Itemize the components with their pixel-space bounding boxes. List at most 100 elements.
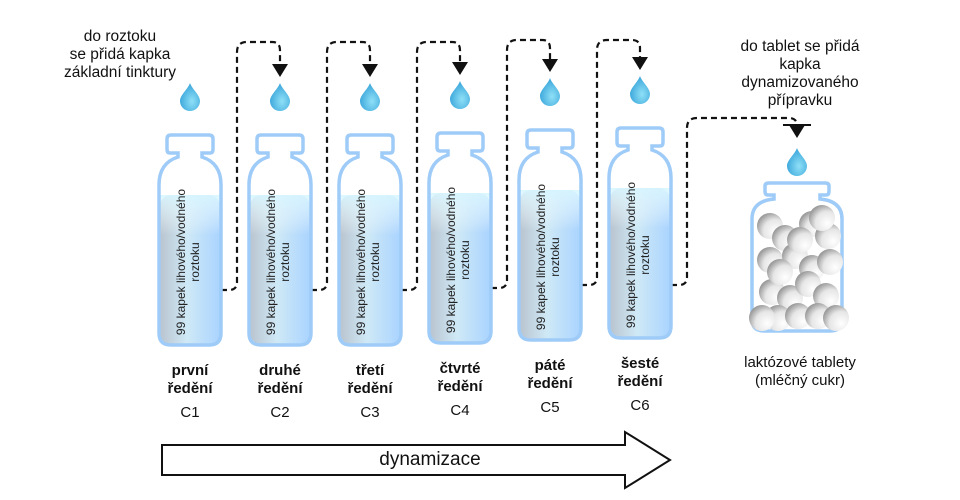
- caption-line: laktózové tablety: [744, 354, 856, 371]
- caption-line: kapka: [779, 56, 821, 73]
- water-drop-icon: [630, 76, 650, 104]
- bottle-outline: [427, 131, 493, 345]
- bottle-c5: [517, 128, 583, 342]
- liquid-surface: [610, 188, 670, 228]
- water-drop-icon: [450, 81, 470, 109]
- tablet-sphere-icon: [823, 305, 849, 331]
- bottle-outline: [607, 126, 673, 340]
- bottle-text-line: 99 kapek lihového/vodného: [264, 188, 278, 336]
- dilution-name-line: první: [171, 362, 209, 379]
- dilution-name-line: čtvrté: [439, 360, 481, 377]
- arrow-down-icon: [452, 62, 468, 75]
- dynamizace-arrow: [161, 430, 672, 490]
- bottle-c3: [337, 133, 403, 347]
- water-drop-icon: [270, 83, 290, 111]
- arrow-down-icon: [789, 125, 805, 138]
- caption-line: přípravku: [767, 92, 833, 109]
- arrow-down-icon: [362, 64, 378, 77]
- water-drop-icon: [360, 83, 380, 111]
- liquid-surface: [340, 195, 400, 235]
- bottle-text-line: 99 kapek lihového/vodného: [624, 181, 638, 329]
- bottle-outline: [337, 133, 403, 347]
- caption-line: se přidá kapka: [69, 46, 171, 63]
- dynamizace-label: dynamizace: [379, 449, 481, 470]
- dilution-name-line: ředění: [437, 378, 483, 395]
- tablet-sphere-icon: [749, 305, 775, 331]
- water-drop-icon: [540, 78, 560, 106]
- bottle-c1: [157, 133, 223, 347]
- bottles-layer: [157, 126, 673, 347]
- dilution-name-line: třetí: [355, 362, 385, 379]
- connector-dashed: [491, 38, 552, 290]
- bottle-outline: [247, 133, 313, 347]
- bottle-text-line: roztoku: [638, 235, 652, 275]
- dilution-code: C4: [450, 402, 470, 419]
- dilution-code: C2: [270, 404, 290, 421]
- bottle-text-line: roztoku: [458, 240, 472, 280]
- bottle-outline: [157, 133, 223, 347]
- dilution-name-line: ředění: [257, 380, 303, 397]
- dilution-code: C1: [180, 404, 200, 421]
- connector-dashed: [581, 38, 642, 287]
- connector-layer: [221, 38, 811, 292]
- drops-layer: [180, 76, 807, 176]
- caption-line: do tablet se přidá: [740, 38, 860, 55]
- bottle-c2: [247, 133, 313, 347]
- caption-line: základní tinktury: [64, 64, 176, 81]
- bottle-text-line: 99 kapek lihového/vodného: [534, 183, 548, 331]
- dilution-name-line: ředění: [167, 380, 213, 397]
- bottle-text-line: 99 kapek lihového/vodného: [354, 188, 368, 336]
- water-drop-icon: [180, 83, 200, 111]
- bottle-text-line: roztoku: [368, 242, 382, 282]
- arrow-down-icon: [632, 57, 648, 70]
- dilution-name-line: ředění: [347, 380, 393, 397]
- top-right-caption: do tablet se přidá kapka dynamizovaného …: [715, 38, 885, 110]
- liquid-surface: [430, 193, 490, 233]
- water-drop-icon: [787, 148, 807, 176]
- bottle-text-line: roztoku: [188, 242, 202, 282]
- connector-dashed: [221, 40, 282, 292]
- connector-dashed: [311, 40, 372, 292]
- tablet-sphere-icon: [785, 303, 811, 329]
- dilution-name-line: šesté: [620, 355, 660, 372]
- dilution-code: C5: [540, 399, 560, 416]
- jar-caption: laktózové tablety (mléčný cukr): [720, 354, 880, 390]
- arrow-bar: [783, 124, 811, 126]
- bottle-outline: [517, 128, 583, 342]
- caption-line: dynamizovaného: [741, 74, 859, 91]
- tablet-sphere-icon: [813, 283, 839, 309]
- bottle-text-line: 99 kapek lihového/vodného: [444, 186, 458, 334]
- liquid-surface: [250, 195, 310, 235]
- dilution-name-line: druhé: [259, 362, 301, 379]
- arrow-down-icon: [542, 59, 558, 72]
- arrow-down-icon: [272, 64, 288, 77]
- tablet-sphere-icon: [817, 249, 843, 275]
- bottle-text-line: roztoku: [278, 242, 292, 282]
- tablet-sphere-icon: [809, 205, 835, 231]
- dilution-name-line: ředění: [617, 373, 663, 390]
- dilution-code: C6: [630, 397, 650, 414]
- bottle-text-line: roztoku: [548, 237, 562, 277]
- top-left-caption: do roztoku se přidá kapka základní tinkt…: [35, 28, 205, 82]
- dilution-name-line: ředění: [527, 375, 573, 392]
- tablet-jar: [749, 181, 849, 333]
- connector-dashed: [401, 40, 462, 292]
- dilution-code: C3: [360, 404, 380, 421]
- connector-dashed: [671, 116, 799, 287]
- tablet-sphere-icon: [787, 227, 813, 253]
- dilution-name-line: páté: [534, 357, 566, 374]
- liquid-surface: [160, 195, 220, 235]
- bottle-c4: [427, 131, 493, 345]
